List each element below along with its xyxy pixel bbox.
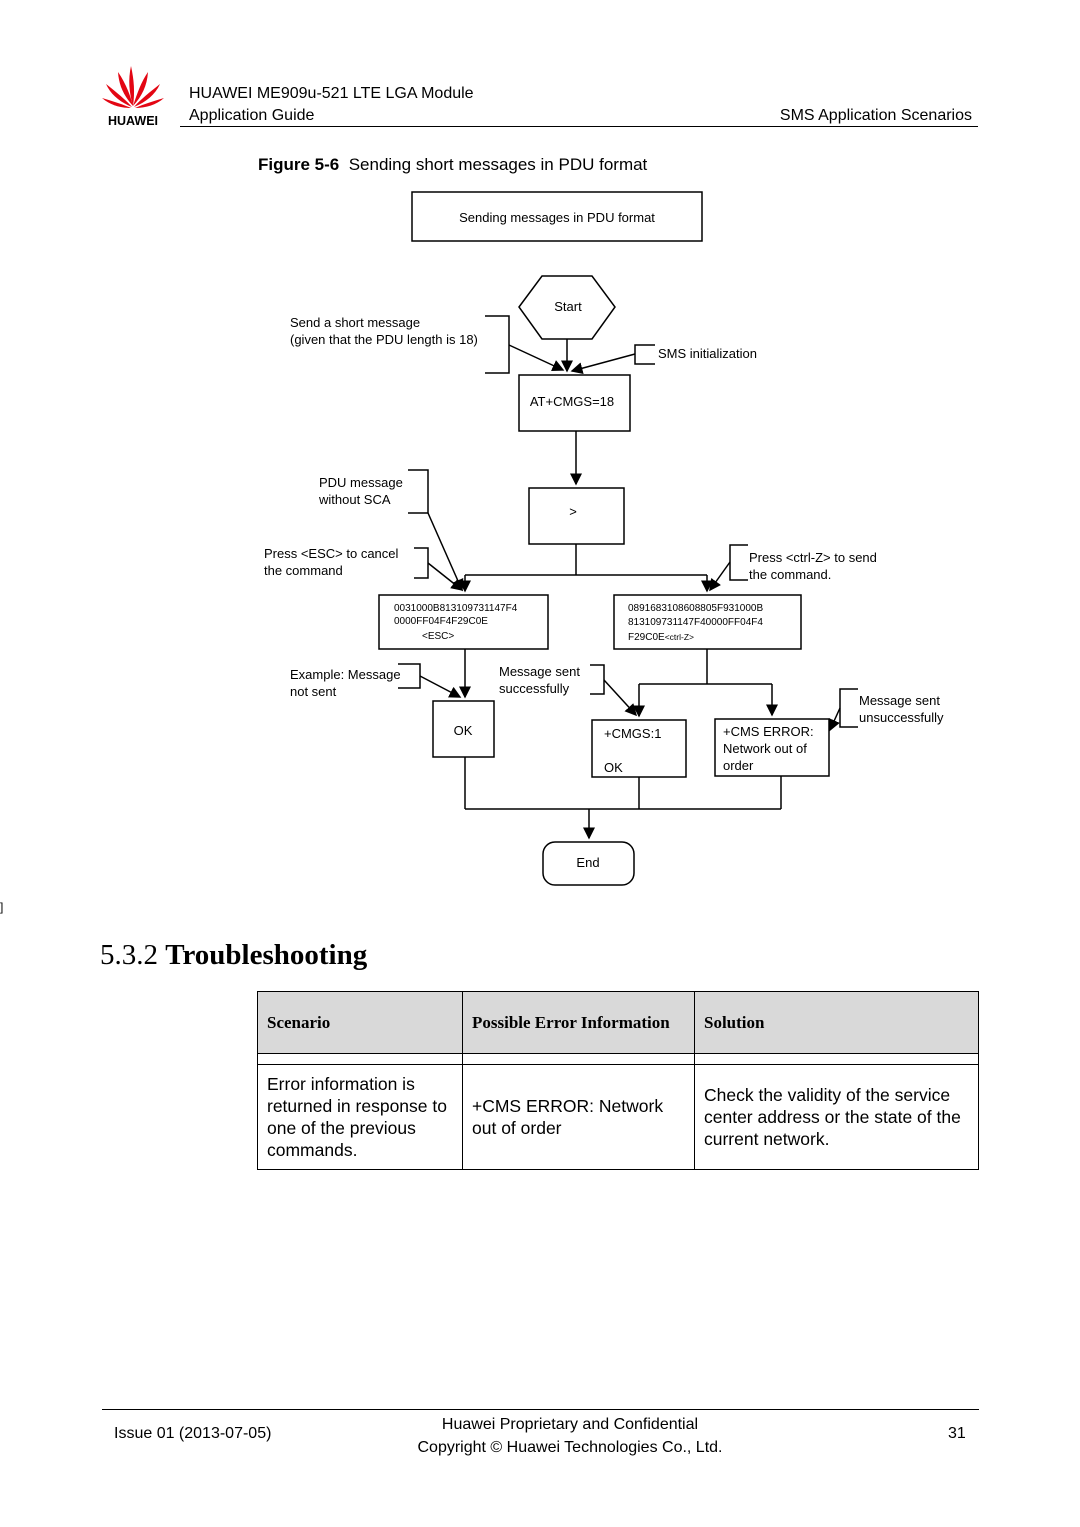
sent-ok-line1: Message sent (499, 664, 580, 679)
footer-issue: Issue 01 (2013-07-05) (114, 1425, 272, 1442)
table-header-row: Scenario Possible Error Information Solu… (257, 991, 979, 1054)
sent-fail-line2: unsuccessfully (859, 710, 944, 725)
table-header-error: Possible Error Information (462, 991, 695, 1054)
ctrlz-note-line2: the command. (749, 567, 831, 582)
pdu-right-line1: 0891683108608805F931000B (628, 603, 763, 614)
figure-label: Figure 5-6 (258, 155, 340, 174)
pdu-flowchart: Sending messages in PDU format Start Sen… (264, 191, 944, 886)
pdu-left-line1: 0031000B813109731147F4 (394, 603, 518, 614)
flowchart-title-box (411, 191, 703, 242)
cmgs-line1: +CMGS:1 (604, 726, 661, 741)
cms-error-line3: order (723, 758, 754, 773)
sms-init-bracket (634, 344, 655, 365)
footer-confidential: Huawei Proprietary and Confidential (441, 1416, 699, 1433)
doc-subtitle: Application Guide (189, 107, 315, 124)
table-cell-error: +CMS ERROR: Network out of order (462, 1064, 695, 1170)
pdu-esc-box (378, 594, 549, 650)
troubleshooting-table: Scenario Possible Error Information Solu… (257, 991, 979, 1170)
sent-fail-line1: Message sent (859, 693, 940, 708)
table-spacer-row (257, 1053, 979, 1065)
section-title: Troubleshooting (165, 939, 368, 971)
sent-ok-line2: successfully (499, 681, 570, 696)
cms-error-line1: +CMS ERROR: (723, 724, 814, 739)
ctrlz-note-bracket (729, 544, 748, 581)
cms-error-box (714, 718, 830, 777)
cms-error-line2: Network out of (723, 741, 807, 756)
pdu-right-line3-hex: F29C0E (628, 632, 665, 643)
ctrlz-note-line1: Press <ctrl-Z> to send (749, 550, 877, 565)
doc-title: HUAWEI ME909u-521 LTE LGA Module (189, 85, 474, 102)
table-row: Error information is returned in respons… (257, 1064, 979, 1170)
footer-center: Huawei Proprietary and Confidential Copy… (390, 1413, 750, 1459)
esc-note-line1: Press <ESC> to cancel (264, 546, 399, 561)
footer-copyright: Copyright © Huawei Technologies Co., Ltd… (417, 1439, 723, 1456)
pdu-right-line2: 813109731147F40000FF04F4 (628, 617, 763, 628)
pdu-note-line2: without SCA (318, 492, 391, 507)
header-rule (180, 126, 978, 127)
pdu-note-bracket (408, 469, 429, 514)
header-section: SMS Application Scenarios (779, 107, 972, 124)
end-label: End (576, 855, 599, 870)
footer-rule (102, 1409, 979, 1410)
pdu-right-line3: F29C0E<ctrl-Z> (628, 632, 694, 643)
flowchart-title: Sending messages in PDU format (459, 210, 655, 225)
section-number: 5.3.2 (100, 939, 158, 971)
send-note-line1: Send a short message (290, 315, 420, 330)
esc-note-line2: the command (264, 563, 343, 578)
sms-init-label: SMS initialization (658, 346, 757, 361)
huawei-logo-icon: HUAWEI (102, 66, 164, 128)
pdu-right-ctrlz: <ctrl-Z> (665, 632, 694, 642)
cmgs-line2: OK (604, 760, 623, 775)
table-cell-solution: Check the validity of the service center… (694, 1064, 979, 1170)
prompt-label: > (569, 504, 577, 519)
table-header-solution: Solution (694, 991, 979, 1054)
figure-caption: Figure 5-6 Sending short messages in PDU… (258, 155, 647, 175)
huawei-logo: HUAWEI (98, 62, 168, 128)
esc-note-bracket (414, 547, 429, 579)
pdu-left-line2: 0000FF04F4F29C0E (394, 616, 488, 627)
example-note-line1: Example: Message (290, 667, 401, 682)
example-note-bracket (398, 663, 421, 689)
figure-caption-text: Sending short messages in PDU format (348, 155, 648, 174)
sent-fail-bracket (839, 688, 858, 728)
stray-mark: ] (0, 900, 4, 914)
page-number: 31 (948, 1425, 966, 1442)
example-note-line2: not sent (290, 684, 337, 699)
huawei-logo-wordmark: HUAWEI (108, 114, 158, 128)
start-node (518, 275, 616, 340)
at-cmgs-label: AT+CMGS=18 (530, 394, 614, 409)
pdu-note-line1: PDU message (319, 475, 403, 490)
ok-box (432, 700, 495, 758)
start-label: Start (554, 299, 582, 314)
send-note-line2: (given that the PDU length is 18) (290, 332, 478, 347)
table-header-scenario: Scenario (257, 991, 463, 1054)
ok-label: OK (454, 723, 473, 738)
pdu-left-esc: <ESC> (422, 631, 454, 642)
section-heading: 5.3.2 Troubleshooting (100, 939, 367, 972)
end-node (542, 841, 635, 886)
table-cell-scenario: Error information is returned in respons… (257, 1064, 463, 1170)
at-cmgs-box (518, 374, 631, 432)
send-note-bracket (485, 315, 510, 374)
sent-ok-bracket (590, 664, 605, 695)
